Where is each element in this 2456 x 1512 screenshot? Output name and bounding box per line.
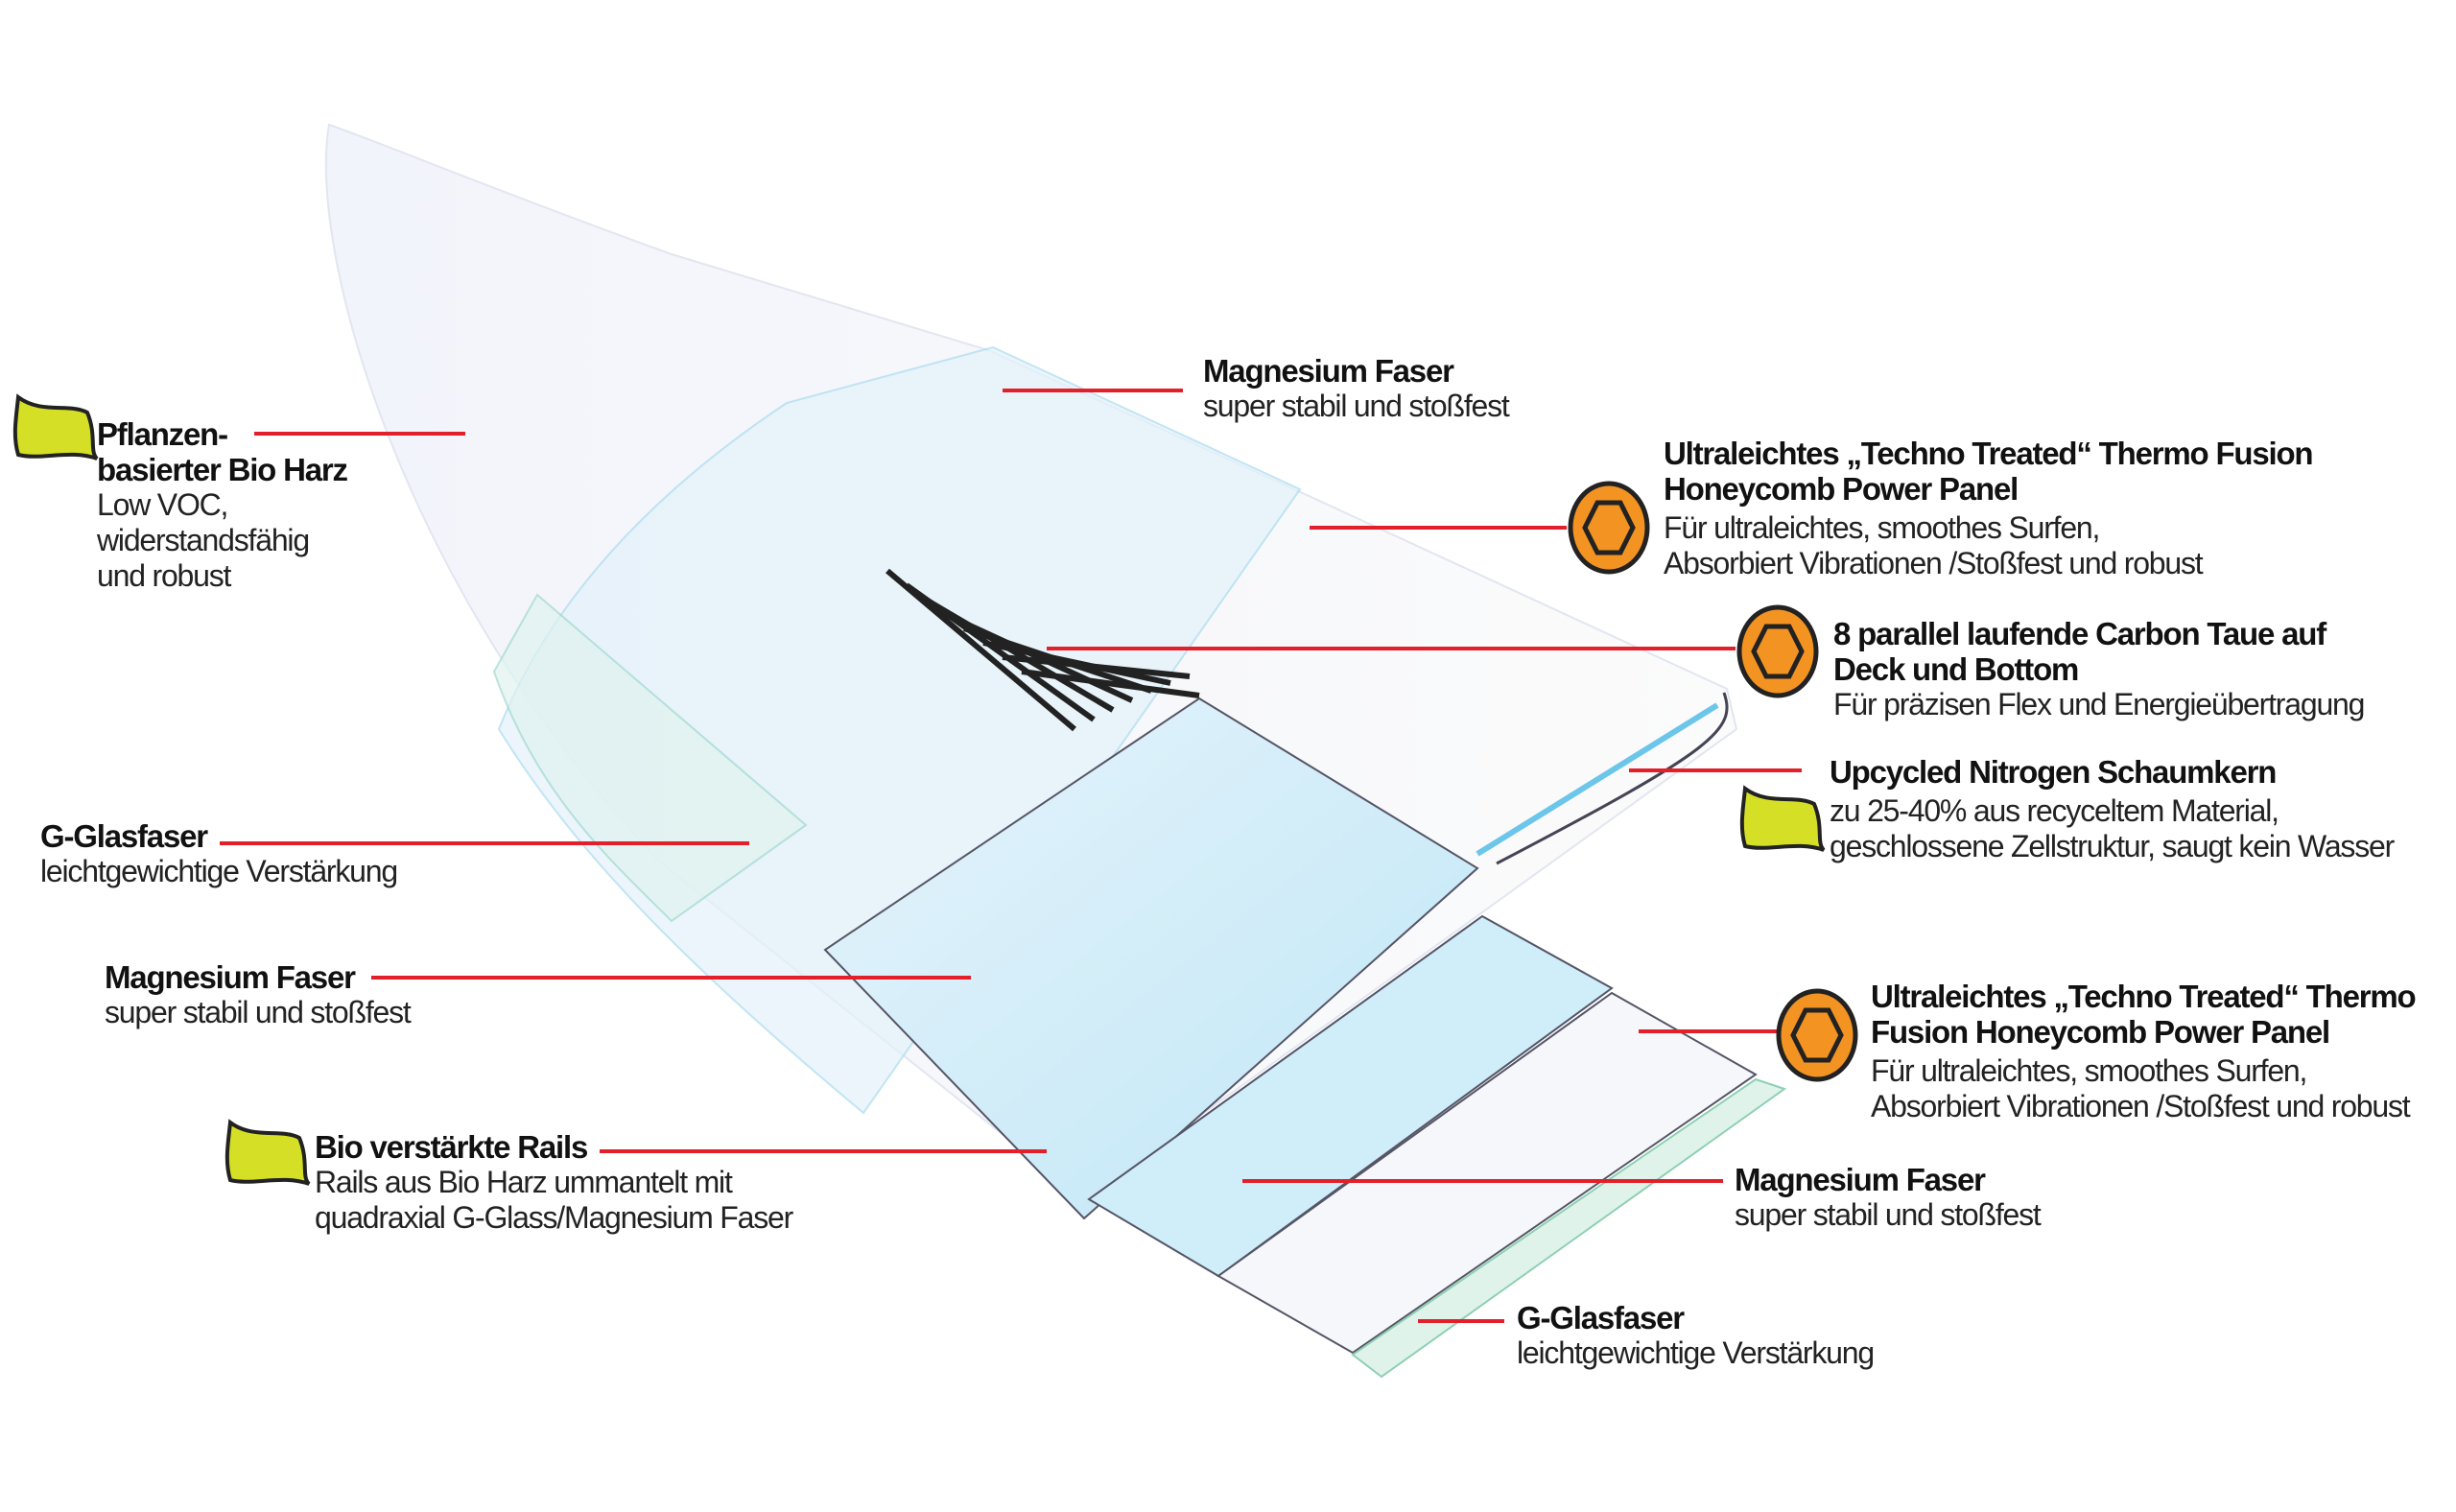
hexagon-icon [1736, 604, 1819, 698]
label-desc: super stabil und stoßfest [1203, 389, 1510, 423]
label-carbon: 8 parallel laufende Carbon Taue auf Deck… [1833, 616, 2365, 722]
label-desc: super stabil und stoßfest [105, 995, 412, 1029]
leaf-icon [224, 1119, 311, 1186]
label-title: Magnesium Faser [105, 959, 356, 995]
label-panel-bottom: Ultraleichtes „Techno Treated“ Thermo Fu… [1871, 979, 2417, 1124]
label-desc: Absorbiert Vibrationen /Stoßfest und rob… [1871, 1089, 2411, 1123]
label-desc: quadraxial G-Glass/Magnesium Faser [315, 1200, 793, 1235]
label-title: Upcycled Nitrogen Schaumkern [1830, 754, 2277, 790]
label-title: Magnesium Faser [1203, 353, 1454, 389]
label-magnesium-bottom: Magnesium Faser super stabil und stoßfes… [1735, 1162, 2042, 1233]
label-desc: Für ultraleichtes, smoothes Surfen, [1664, 510, 2100, 545]
label-magnesium-left: Magnesium Faser super stabil und stoßfes… [105, 959, 412, 1030]
carbon-strands [886, 568, 1200, 732]
label-title: Ultraleichtes „Techno Treated“ Thermo [1871, 979, 2417, 1014]
label-panel-top: Ultraleichtes „Techno Treated“ Thermo Fu… [1664, 436, 2314, 581]
label-glas-left: G-Glasfaser leichtgewichtige Verstärkung [40, 818, 398, 889]
label-title: Bio verstärkte Rails [315, 1129, 588, 1165]
label-title: G-Glasfaser [40, 818, 208, 854]
hexagon-icon [1568, 481, 1650, 575]
leader-lines [220, 389, 1802, 1323]
label-title: Honeycomb Power Panel [1664, 471, 2019, 507]
hexagon-icon [1776, 988, 1858, 1082]
label-title: Deck und Bottom [1833, 651, 2079, 687]
label-magnesium-top: Magnesium Faser super stabil und stoßfes… [1203, 353, 1510, 424]
label-title: 8 parallel laufende Carbon Taue auf [1833, 616, 2326, 651]
label-title: Pflanzen- [97, 416, 228, 452]
glass-bottom-layer [1351, 1077, 1787, 1379]
label-desc: widerstandsfähig [97, 523, 310, 557]
label-bio-harz: Pflanzen- basierter Bio Harz Low VOC, wi… [97, 416, 348, 594]
label-title: basierter Bio Harz [97, 452, 348, 487]
label-desc: Für ultraleichtes, smoothes Surfen, [1871, 1053, 2307, 1088]
label-rails: Bio verstärkte Rails Rails aus Bio Harz … [315, 1129, 793, 1236]
stringer-blue [1476, 702, 1719, 857]
label-desc: und robust [97, 558, 231, 593]
magnesium-layer-top [497, 345, 1302, 1115]
glass-layer-left [492, 593, 808, 923]
leaf-icon [1739, 785, 1826, 852]
label-desc: leichtgewichtige Verstärkung [40, 854, 398, 888]
label-desc: Low VOC, [97, 487, 228, 522]
foam-core [823, 697, 1479, 1220]
label-desc: geschlossene Zellstruktur, saugt kein Wa… [1830, 829, 2395, 863]
label-desc: Absorbiert Vibrationen /Stoßfest und rob… [1664, 546, 2204, 580]
label-title: Magnesium Faser [1735, 1162, 1986, 1197]
label-desc: leichtgewichtige Verstärkung [1517, 1335, 1875, 1370]
leaf-icon [12, 393, 99, 461]
rail-edge [1496, 692, 1729, 865]
label-title: G-Glasfaser [1517, 1300, 1685, 1335]
label-foam-core: Upcycled Nitrogen Schaumkern zu 25-40% a… [1830, 754, 2395, 864]
label-desc: Rails aus Bio Harz ummantelt mit [315, 1165, 733, 1199]
label-title: Fusion Honeycomb Power Panel [1871, 1014, 2330, 1050]
label-desc: zu 25-40% aus recyceltem Material, [1830, 793, 2279, 828]
label-glas-bottom: G-Glasfaser leichtgewichtige Verstärkung [1517, 1300, 1875, 1371]
label-title: Ultraleichtes „Techno Treated“ Thermo Fu… [1664, 436, 2314, 471]
label-desc: super stabil und stoßfest [1735, 1197, 2042, 1232]
label-desc: Für präzisen Flex und Energieübertragung [1833, 687, 2365, 721]
